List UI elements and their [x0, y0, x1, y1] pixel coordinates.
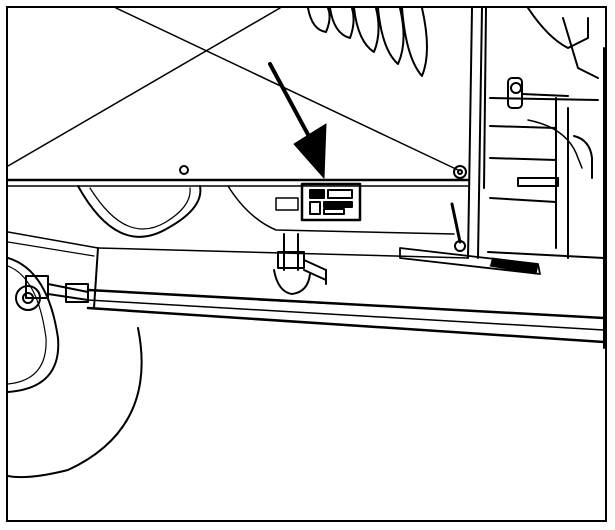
hood-panel — [8, 8, 459, 171]
body-top-edge — [8, 165, 470, 187]
lower-chassis — [8, 231, 605, 344]
drum-housing — [77, 185, 455, 238]
line-illustration — [8, 8, 605, 479]
control-lever — [399, 202, 541, 275]
hanger-bracket — [273, 233, 327, 295]
figure-frame — [6, 6, 607, 522]
right-frame-structure — [467, 8, 605, 349]
arrow-down-right-icon — [268, 62, 327, 179]
identification-plate — [275, 182, 362, 222]
wheel — [8, 257, 143, 479]
